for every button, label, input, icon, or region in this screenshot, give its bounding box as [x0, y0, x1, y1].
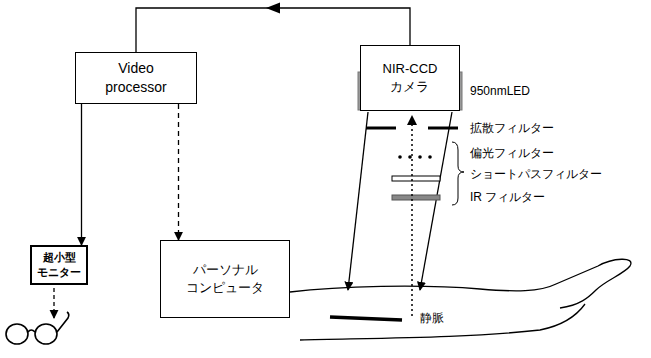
arm-outline [290, 259, 631, 308]
node-label: NIR-CCD カメラ [383, 60, 438, 95]
node-label: Video processor [105, 59, 166, 97]
diffuse-filter [428, 127, 458, 130]
node-label: パーソナル コンピュータ [186, 261, 264, 296]
diffuse-filter [366, 127, 396, 130]
part-label: 拡散フィルター [470, 121, 554, 135]
connector [81, 104, 82, 245]
connector-line [178, 104, 179, 240]
connector [178, 104, 179, 240]
part-label: 静脈 [420, 311, 444, 325]
polarizing-filter [392, 176, 440, 181]
vein [330, 317, 402, 320]
camera-box: NIR-CCD カメラ [360, 45, 460, 111]
ir-filter [392, 195, 440, 200]
view-arrow [53, 288, 54, 318]
arm-outline [300, 304, 585, 340]
part-label: ショートパスフィルター [470, 167, 602, 181]
node-label: 超小型 モニター [37, 250, 81, 280]
light-ray [420, 112, 452, 290]
arrow-head [266, 2, 280, 13]
part-label: 偏光フィルター [470, 146, 554, 160]
monitor-box: 超小型 モニター [30, 245, 88, 285]
computer-box: パーソナル コンピュータ [160, 240, 290, 318]
glasses [6, 312, 69, 344]
part-label: 950nmLED [470, 84, 530, 98]
bracket [452, 142, 464, 205]
connector-line [81, 104, 82, 245]
light-ray [348, 112, 368, 290]
process-box: Video processor [75, 52, 197, 104]
part-label: IR フィルター [470, 190, 545, 204]
filter-dots [398, 155, 432, 159]
